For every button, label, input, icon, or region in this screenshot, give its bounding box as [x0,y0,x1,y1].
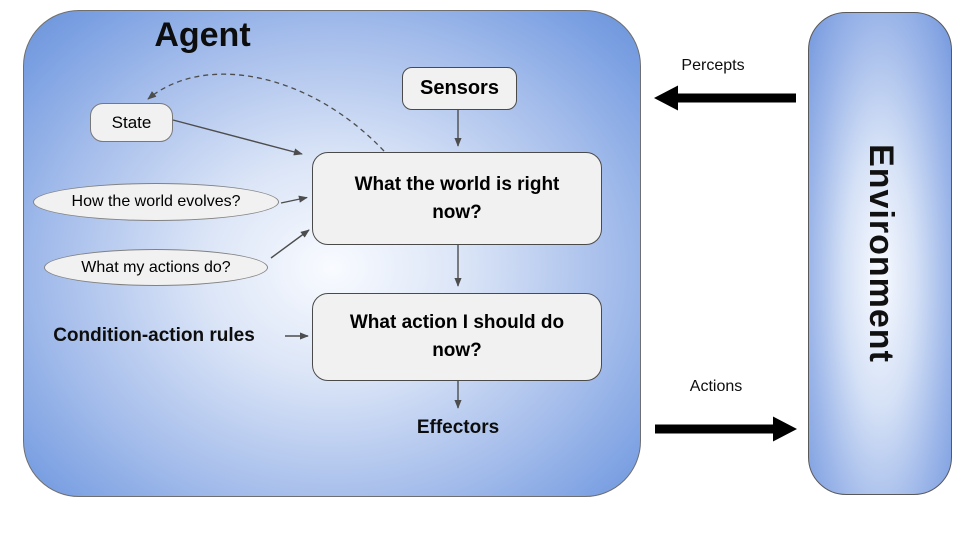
environment-title: Environment [861,144,900,363]
sensors-node: Sensors [402,67,517,110]
effectors-label: Effectors [416,417,500,438]
actions-label: Actions [689,378,743,395]
environment-container: Environment [808,12,952,495]
state-node: State [90,103,173,142]
agent-title: Agent [154,15,251,54]
condition-action-rules-label: Condition-action rules [53,325,255,346]
how-world-evolves-node: How the world evolves? [33,183,279,221]
percepts-label: Percepts [681,57,745,74]
what-world-is-right-now-node: What the world is right now? [312,152,602,245]
actions-arrow [655,416,797,442]
what-my-actions-do-node: What my actions do? [44,249,268,286]
percepts-arrow [654,85,796,111]
what-action-should-do-node: What action I should do now? [312,293,602,381]
